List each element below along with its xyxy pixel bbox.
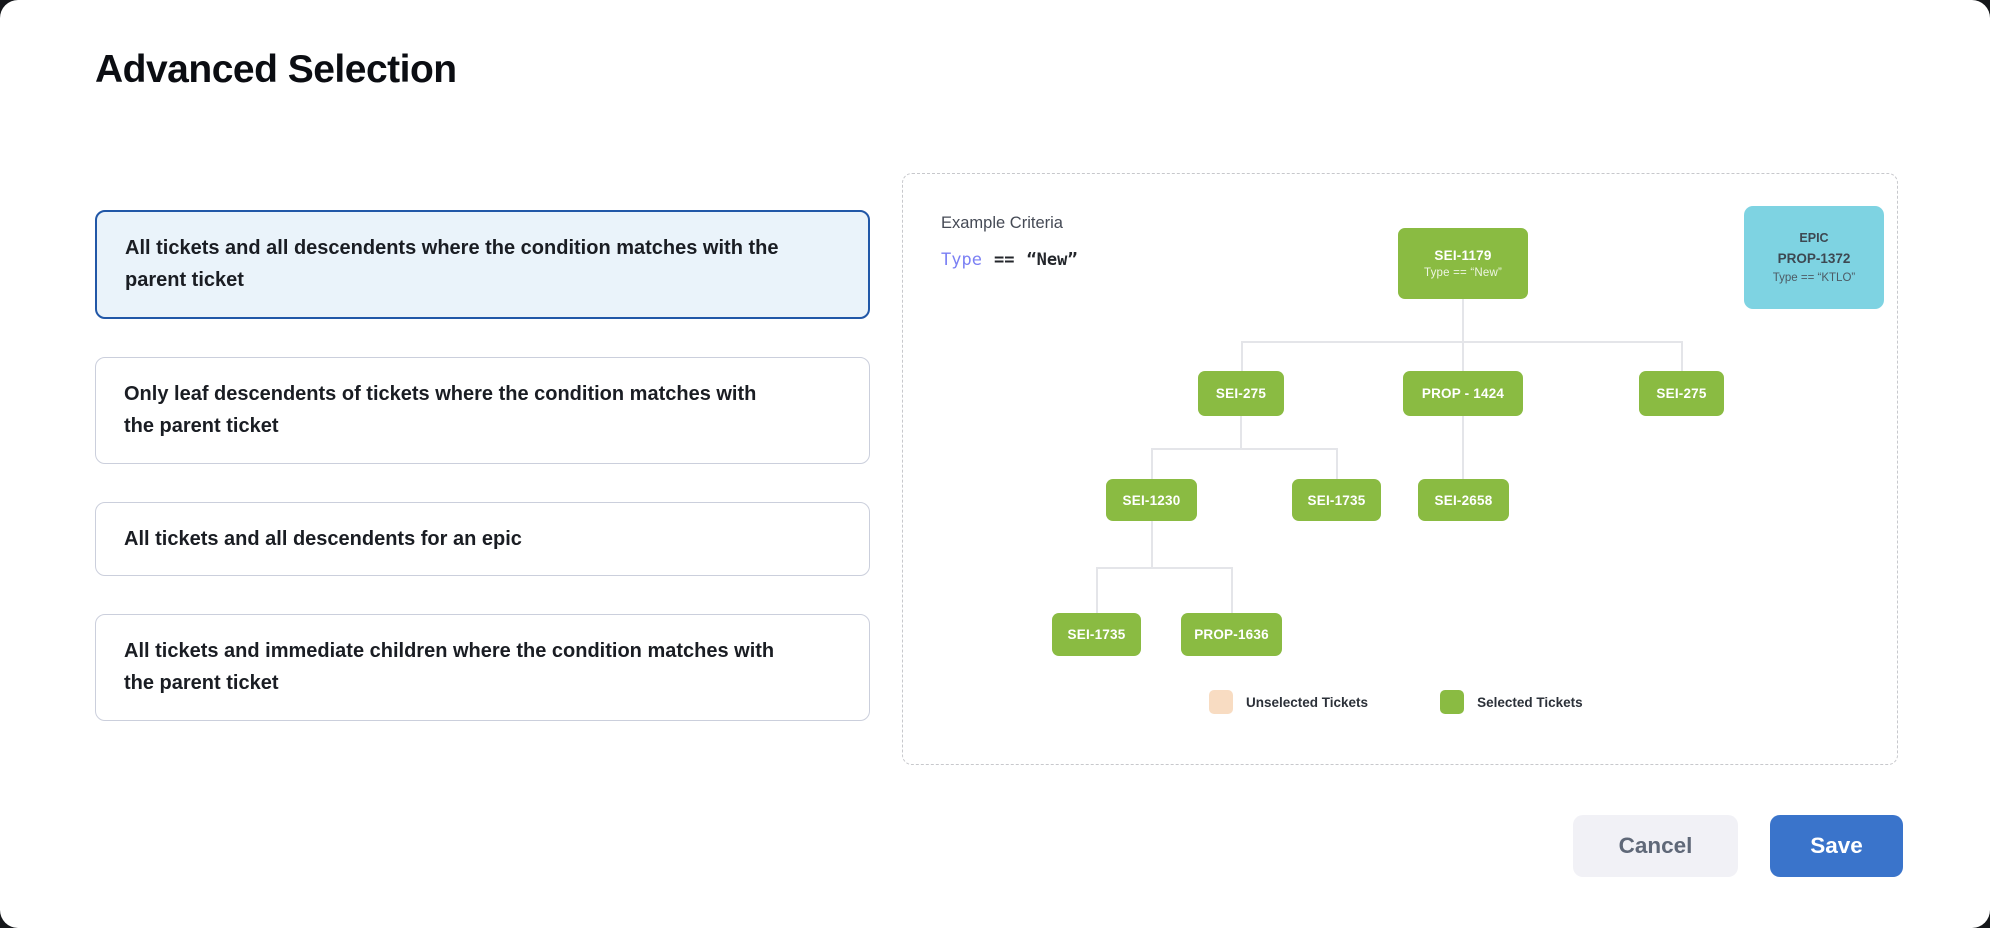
tree-node: SEI-1230 (1106, 479, 1197, 521)
tree-node-label: SEI-1735 (1067, 627, 1126, 642)
tree-node-label: SEI-275 (1215, 386, 1267, 401)
tree-node: SEI-275 (1198, 371, 1284, 416)
tree-edge (1336, 448, 1338, 479)
example-preview-panel: Example Criteria Type == “New” EPIC PROP… (902, 173, 1898, 765)
tree-node-label: PROP - 1424 (1421, 386, 1505, 401)
tree-edge (1462, 341, 1464, 371)
tree-node-label: SEI-275 (1656, 386, 1707, 401)
save-button[interactable]: Save (1770, 815, 1903, 877)
tree-node: SEI-1735 (1292, 479, 1381, 521)
criteria-expression: Type == “New” (941, 250, 1078, 270)
tree-node: SEI-2658 (1418, 479, 1509, 521)
tree-node-label: PROP-1636 (1194, 627, 1269, 642)
option-label: Only leaf descendents of tickets where t… (124, 382, 757, 438)
tree-edge (1462, 299, 1464, 341)
selected-tickets-swatch (1440, 690, 1465, 714)
tree-node: PROP - 1424 (1403, 371, 1523, 416)
criteria-operator: == (993, 250, 1015, 270)
tree-node: PROP-1636 (1181, 613, 1282, 656)
legend: Unselected Tickets Selected Tickets (1209, 690, 1583, 714)
tree-node-root: SEI-1179 Type == “New” (1398, 228, 1528, 299)
option-all-descendents-epic[interactable]: All tickets and all descendents for an e… (95, 501, 870, 576)
tree-node-label: SEI-1179 (1434, 248, 1492, 263)
example-criteria-label: Example Criteria (941, 214, 1063, 232)
legend-item: Selected Tickets (1440, 690, 1583, 714)
option-all-descendents-condition[interactable]: All tickets and all descendents where th… (95, 210, 870, 319)
option-label: All tickets and immediate children where… (124, 639, 775, 695)
tree-edge (1096, 567, 1098, 613)
ticket-tree: SEI-1179 Type == “New” SEI-275 PROP - 14… (903, 174, 1897, 764)
option-leaf-descendents-condition[interactable]: Only leaf descendents of tickets where t… (95, 356, 870, 464)
epic-card: EPIC PROP-1372 Type == “KTLO” (1744, 206, 1884, 309)
tree-node: SEI-1735 (1052, 613, 1141, 656)
criteria-field: Type (941, 250, 982, 270)
tree-node-label: SEI-2658 (1434, 492, 1493, 508)
epic-condition: Type == “KTLO” (1772, 272, 1856, 284)
tree-edge (1151, 521, 1153, 567)
epic-ticket-id: PROP-1372 (1777, 251, 1851, 266)
cancel-button[interactable]: Cancel (1573, 815, 1738, 877)
tree-edge (1096, 567, 1231, 569)
tree-edge (1241, 341, 1243, 371)
tree-edge (1231, 567, 1233, 613)
selected-tickets-label: Selected Tickets (1477, 694, 1583, 710)
tree-node-label: SEI-1735 (1307, 492, 1366, 508)
tree-edge (1151, 448, 1153, 479)
tree-edge (1681, 341, 1683, 371)
tree-edge (1462, 416, 1464, 479)
epic-type-label: EPIC (1799, 231, 1829, 245)
tree-node-label: SEI-1230 (1122, 492, 1181, 508)
criteria-value: “New” (1026, 250, 1078, 270)
tree-node: SEI-275 (1639, 371, 1724, 416)
unselected-tickets-label: Unselected Tickets (1246, 694, 1369, 710)
unselected-tickets-swatch (1209, 690, 1233, 714)
page-title: Advanced Selection (95, 48, 457, 91)
option-label: All tickets and all descendents for an e… (124, 527, 522, 550)
tree-edge (1240, 416, 1242, 448)
tree-node-condition: Type == “New” (1423, 267, 1503, 279)
option-immediate-children-condition[interactable]: All tickets and immediate children where… (95, 613, 870, 721)
option-label: All tickets and all descendents where th… (125, 237, 779, 292)
tree-edge (1151, 448, 1336, 450)
selection-options-list: All tickets and all descendents where th… (95, 210, 870, 721)
